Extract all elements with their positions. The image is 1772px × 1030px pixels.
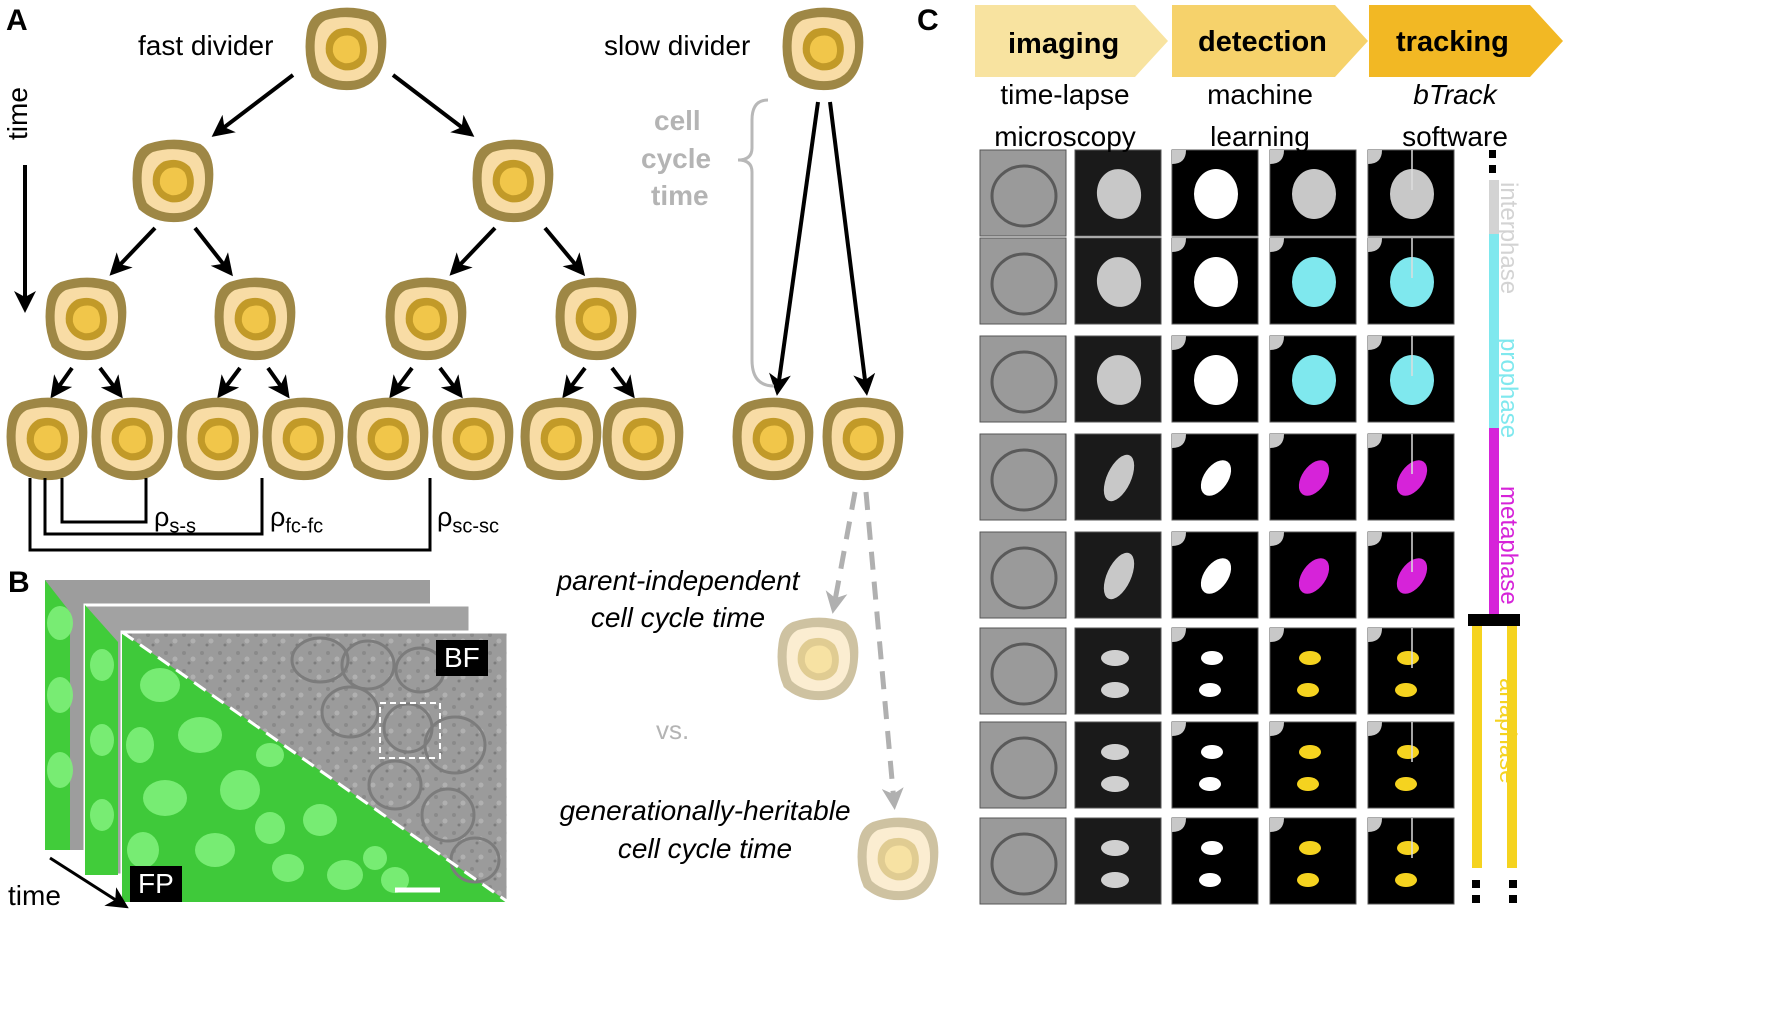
time-stack-arrow	[49, 856, 129, 909]
image-tile	[1269, 721, 1357, 809]
rho-second-cousin-label: ρsc-sc	[437, 502, 500, 538]
rho-first-cousin-label: ρfc-fc	[270, 502, 324, 538]
correlation-brackets	[28, 478, 432, 552]
time-axis-label: time	[2, 87, 33, 140]
image-tile	[1269, 433, 1357, 521]
phase-label-interphase: interphase	[1495, 182, 1522, 295]
slow-divider-label: slow divider	[604, 30, 751, 61]
image-tile	[979, 335, 1067, 423]
cell-cycle-brace	[737, 98, 775, 388]
cell-cycle-label-2: cycle	[641, 143, 712, 174]
fast-divider-label: fast divider	[138, 30, 274, 61]
image-tile	[979, 531, 1067, 619]
image-tile	[1171, 531, 1259, 619]
image-tile	[1171, 721, 1259, 809]
image-tile-grid	[979, 149, 1455, 905]
image-tile	[1171, 627, 1259, 715]
hypothesis-2-line-2: cell cycle time	[617, 833, 793, 864]
cell-cycle-label-3: time	[651, 180, 709, 211]
image-tile	[1074, 721, 1162, 809]
stage-title-imaging: imaging	[1008, 28, 1120, 60]
image-tile	[1074, 531, 1162, 619]
stage-title-tracking: tracking	[1396, 26, 1509, 58]
image-tile	[1074, 433, 1162, 521]
image-tile	[1367, 627, 1455, 715]
image-tile	[1269, 335, 1357, 423]
image-tile	[1269, 237, 1357, 325]
image-tile	[1074, 149, 1162, 237]
image-tile	[1269, 627, 1357, 715]
image-tile	[1171, 237, 1259, 325]
image-tile	[1269, 531, 1357, 619]
panel-a-diagram	[6, 7, 939, 900]
image-tile	[979, 627, 1067, 715]
image-tile	[1171, 335, 1259, 423]
phase-bar	[1468, 150, 1520, 903]
fast-divider-cell	[305, 7, 387, 91]
hypothesis-2-line-1: generationally-heritable	[559, 795, 851, 826]
image-tile	[1074, 237, 1162, 325]
roi-box	[379, 702, 441, 759]
image-tile	[1367, 433, 1455, 521]
image-tile	[1171, 433, 1259, 521]
image-tile	[1074, 335, 1162, 423]
hypothesis-arrows	[825, 491, 904, 810]
stage-arrow-detection	[1172, 5, 1368, 77]
panel-b-image-stack	[45, 580, 510, 909]
image-tile	[1367, 335, 1455, 423]
image-tile	[979, 237, 1067, 325]
image-tile	[1367, 721, 1455, 809]
hypothesis-1-line-1: parent-independent	[556, 565, 800, 596]
nuclei	[47, 606, 409, 893]
vs-label: vs.	[656, 715, 690, 745]
image-tile	[1074, 817, 1162, 905]
stage-arrow-tracking	[1369, 5, 1563, 77]
panel-label-b: B	[8, 566, 30, 599]
hypothesis-1-line-2: cell cycle time	[590, 602, 766, 633]
cell-cycle-label-1: cell	[654, 105, 701, 136]
panel-label-a: A	[6, 4, 28, 37]
lineage-arrows	[50, 73, 876, 399]
phase-label-prophase: prophase	[1495, 338, 1522, 439]
image-tile	[1074, 627, 1162, 715]
image-tile	[1367, 531, 1455, 619]
split-line	[121, 630, 509, 904]
panel-label-c: C	[917, 4, 939, 37]
fp-tag: FP	[130, 866, 182, 902]
phase-label-anaphase: anaphase	[1494, 678, 1521, 784]
stack-time-label: time	[8, 880, 61, 911]
image-tile	[1367, 149, 1455, 237]
panel-c-pipeline	[975, 5, 1563, 905]
slow-divider-cell	[782, 7, 864, 91]
rho-sister-label: ρs-s	[154, 502, 197, 538]
image-tile	[1367, 237, 1455, 325]
image-tile	[1269, 817, 1357, 905]
stage-arrow-imaging	[975, 5, 1168, 77]
image-tile	[1367, 817, 1455, 905]
image-tile	[1171, 149, 1259, 237]
image-tile	[979, 817, 1067, 905]
phase-label-metaphase: metaphase	[1495, 486, 1522, 605]
image-tile	[979, 149, 1067, 237]
bf-tag: BF	[436, 640, 488, 676]
image-tile	[1269, 149, 1357, 237]
image-tile	[979, 433, 1067, 521]
image-tile	[1171, 817, 1259, 905]
stage-title-detection: detection	[1198, 26, 1327, 58]
image-tile	[979, 721, 1067, 809]
